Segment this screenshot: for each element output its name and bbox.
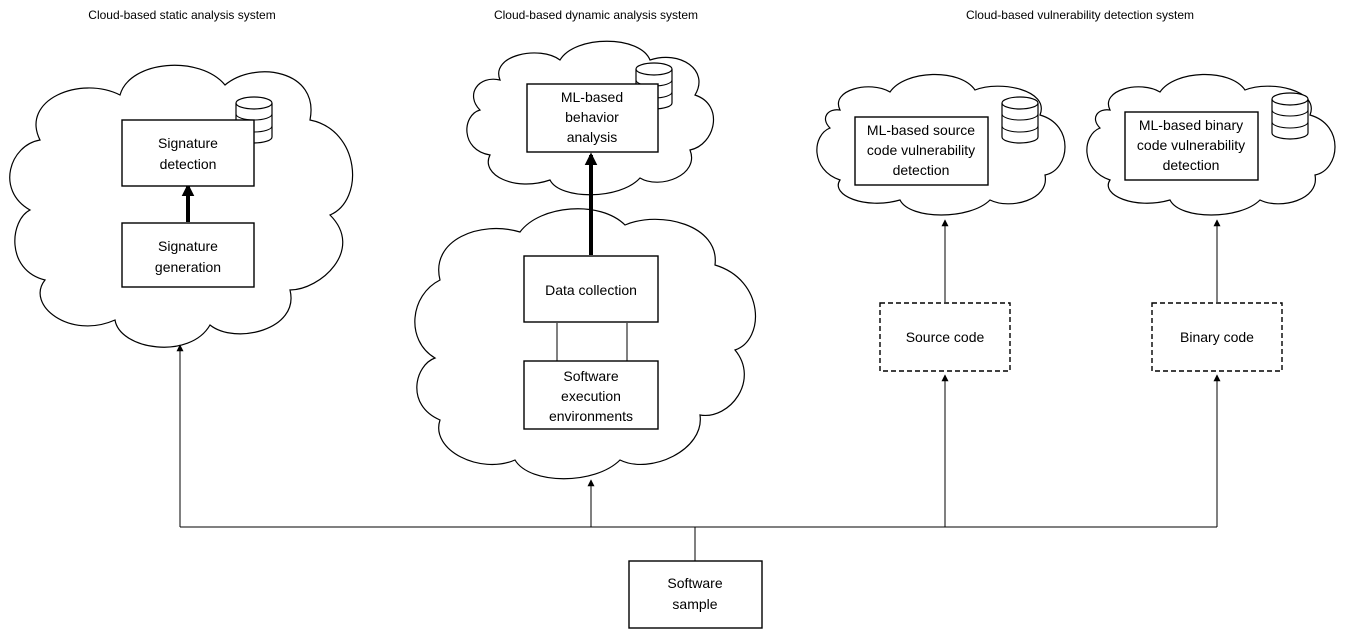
software-sample-box: Software sample	[628, 560, 763, 629]
svg-text:environments: environments	[549, 408, 633, 424]
svg-text:Signature: Signature	[158, 135, 218, 151]
software-execution-box: Software execution environments	[523, 360, 659, 430]
svg-text:ML-based source: ML-based source	[867, 122, 975, 138]
dynamic-analysis-title: Cloud-based dynamic analysis system	[494, 8, 698, 22]
vulnerability-detection-title: Cloud-based vulnerability detection syst…	[966, 8, 1194, 22]
svg-text:Signature: Signature	[158, 238, 218, 254]
svg-text:detection: detection	[893, 162, 950, 178]
svg-text:Binary code: Binary code	[1180, 329, 1254, 345]
source-code-box: Source code	[879, 302, 1011, 372]
svg-text:Software: Software	[667, 575, 722, 591]
data-collection-box: Data collection	[523, 255, 659, 323]
svg-text:detection: detection	[1163, 157, 1220, 173]
static-analysis-cloud	[9, 64, 354, 348]
svg-text:Data collection: Data collection	[545, 282, 637, 298]
svg-text:sample: sample	[672, 596, 717, 612]
svg-text:ML-based binary: ML-based binary	[1139, 117, 1243, 133]
svg-text:Software: Software	[563, 368, 618, 384]
svg-text:code vulnerability: code vulnerability	[1137, 137, 1245, 153]
svg-text:ML-based: ML-based	[561, 89, 623, 105]
signature-generation-box: Signature generation	[121, 222, 255, 288]
svg-text:generation: generation	[155, 259, 221, 275]
static-analysis-title: Cloud-based static analysis system	[88, 8, 275, 22]
svg-text:execution: execution	[561, 388, 621, 404]
signature-detection-box: Signature detection	[121, 119, 255, 187]
svg-text:detection: detection	[160, 156, 217, 172]
binary-code-box: Binary code	[1151, 302, 1283, 372]
ml-source-code-box: ML-based source code vulnerability detec…	[854, 116, 989, 186]
dynamic-lower-cloud	[414, 208, 757, 480]
ml-behavior-analysis-box: ML-based behavior analysis	[526, 83, 659, 153]
binary-database-icon	[1271, 92, 1309, 140]
svg-text:analysis: analysis	[567, 129, 618, 145]
svg-text:code vulnerability: code vulnerability	[867, 142, 975, 158]
source-database-icon	[1001, 96, 1039, 144]
svg-text:Source code: Source code	[906, 329, 985, 345]
ml-binary-code-box: ML-based binary code vulnerability detec…	[1124, 111, 1259, 181]
svg-text:behavior: behavior	[565, 109, 619, 125]
